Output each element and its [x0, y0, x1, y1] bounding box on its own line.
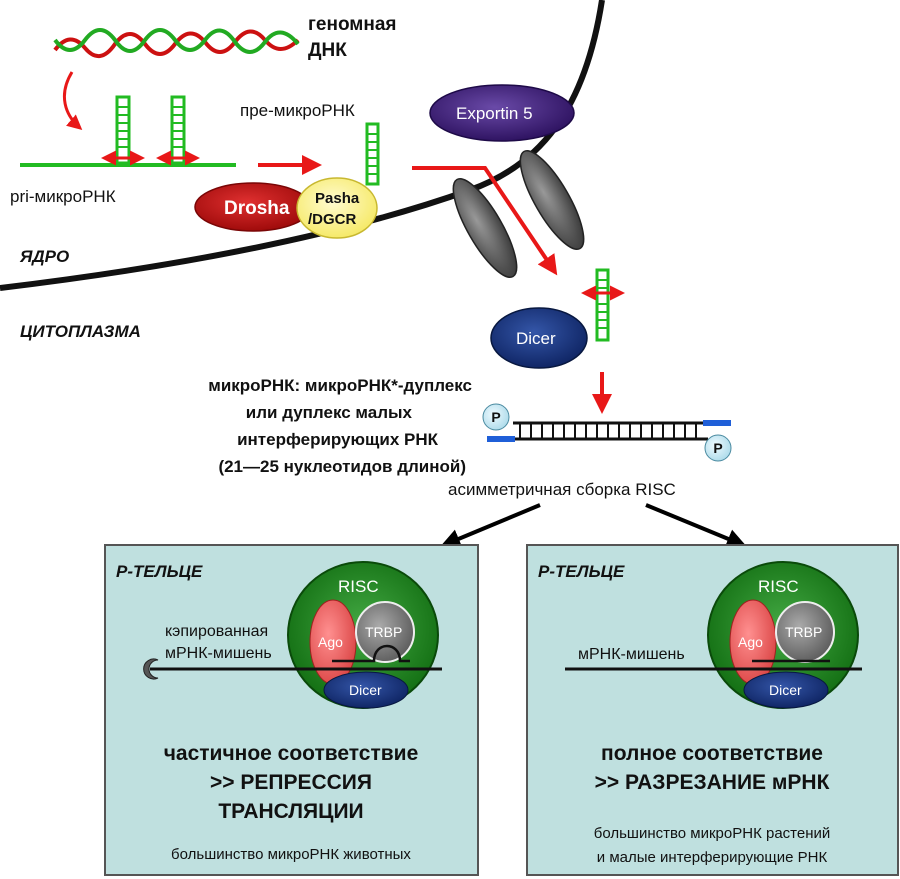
right-target-label: мРНК-мишень: [578, 646, 685, 663]
exportin-5-label: Exportin 5: [456, 104, 533, 123]
phosphate-left: [482, 403, 510, 431]
left-target-label-2: мРНК-мишень: [165, 645, 272, 662]
dicer-ellipse: [490, 307, 588, 369]
left-panel-title: Р-ТЕЛЬЦЕ: [116, 562, 203, 581]
left-dicer-label: Dicer: [349, 682, 382, 698]
right-note-1: большинство микроРНК растений: [594, 825, 831, 842]
phosphate-right: [704, 434, 732, 462]
branch-arrow-right: [645, 503, 747, 549]
drosha-label: Drosha: [224, 198, 290, 219]
right-panel-title: Р-ТЕЛЬЦЕ: [538, 562, 625, 581]
duplex-text-1: микроРНК: микроРНК*-дуплекс: [208, 376, 472, 395]
genomic-dna-label-2: ДНК: [308, 40, 347, 61]
pri-mirna-label: pri-микроРНК: [10, 187, 116, 206]
right-risc-label: RISC: [758, 577, 799, 596]
mrna-cap-icon: [143, 658, 159, 680]
genomic-dna-helix: [53, 28, 300, 58]
phosphate-left-label: P: [491, 409, 500, 425]
phosphate-right-label: P: [713, 440, 722, 456]
left-target-label-1: кэпированная: [165, 623, 268, 640]
left-p-body-panel: Р-ТЕЛЬЦЕ RISC Ago TRBP Dicer кэпированна…: [104, 544, 479, 876]
nuclear-membrane: [0, 0, 605, 291]
transcription-arrow: [63, 71, 83, 130]
pasha-label-2: /DGCR: [308, 211, 357, 228]
cytoplasm-label: ЦИТОПЛАЗМА: [20, 322, 141, 341]
duplex-text-3: интерферирующих РНК: [237, 430, 439, 449]
pri-mirna-hairpin: [115, 95, 131, 165]
right-outcome-1: полное соответствие: [601, 742, 823, 765]
left-outcome-1: частичное соответствие: [164, 742, 419, 765]
genomic-dna-label-1: геномная: [308, 14, 397, 35]
pasha-ellipse: [296, 177, 378, 239]
right-dicer-protein: [743, 671, 829, 709]
dicer-label: Dicer: [516, 329, 556, 348]
pasha-label-1: Pasha: [315, 190, 360, 207]
left-trbp-label: TRBP: [365, 624, 402, 640]
branch-arrow-left: [440, 503, 541, 549]
nuclear-pore-right: [519, 150, 585, 250]
duplex-text-4: (21—25 нуклеотидов длиной): [218, 457, 466, 476]
exportin-5-ellipse: [429, 84, 575, 142]
left-outcome-2: >> РЕПРЕССИЯ: [210, 771, 372, 794]
pri-mirna-hairpin: [170, 95, 186, 165]
left-dicer-protein: [323, 671, 409, 709]
left-risc-label: RISC: [338, 577, 379, 596]
left-ago-label: Ago: [318, 634, 343, 650]
right-dicer-label: Dicer: [769, 682, 802, 698]
left-trbp-protein: [355, 601, 415, 663]
nuclear-pore-left: [452, 178, 518, 278]
nucleus-label: ЯДРО: [19, 247, 69, 266]
pre-mirna-label: пре-микроРНК: [240, 101, 355, 120]
left-note: большинство микроРНК животных: [171, 846, 411, 863]
right-ago-label: Ago: [738, 634, 763, 650]
left-guide-mirna: [332, 644, 410, 663]
mirna-duplex: [487, 420, 731, 442]
left-outcome-3: ТРАНСЛЯЦИИ: [218, 800, 363, 823]
risc-assembly-label: асимметричная сборка RISC: [448, 480, 676, 499]
export-arrow: [412, 166, 558, 276]
right-outcome-2: >> РАЗРЕЗАНИЕ мРНК: [595, 771, 830, 794]
right-trbp-label: TRBP: [785, 624, 822, 640]
duplex-text-2: или дуплекс малых: [246, 403, 413, 422]
right-note-2: и малые интерферирующие РНК: [597, 849, 828, 866]
pre-mirna-hairpin: [365, 122, 380, 186]
pre-mirna-at-dicer: [595, 268, 610, 342]
right-p-body-panel: Р-ТЕЛЬЦЕ RISC Ago TRBP Dicer мРНК-мишень…: [526, 544, 899, 876]
